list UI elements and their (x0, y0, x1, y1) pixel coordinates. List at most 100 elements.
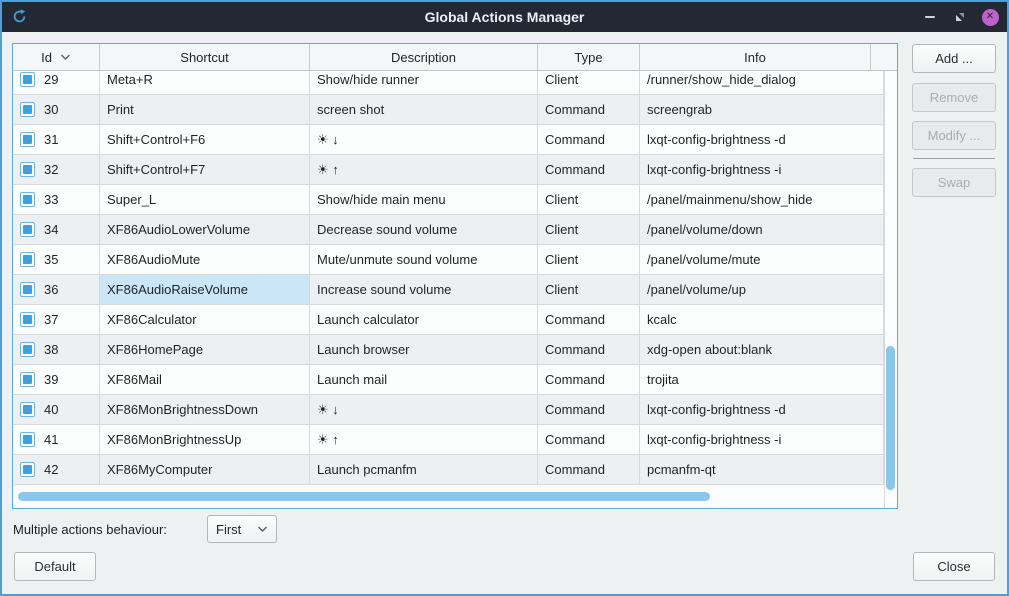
cell-id[interactable]: 42 (13, 455, 100, 484)
enabled-checkbox[interactable] (20, 72, 35, 87)
cell-shortcut[interactable]: XF86AudioLowerVolume (100, 215, 310, 244)
cell-shortcut[interactable]: XF86HomePage (100, 335, 310, 364)
cell-type[interactable]: Command (538, 155, 640, 184)
cell-shortcut[interactable]: XF86AudioRaiseVolume (100, 275, 310, 304)
cell-info[interactable]: lxqt-config-brightness -i (640, 155, 884, 184)
cell-info[interactable]: kcalc (640, 305, 884, 334)
table-row[interactable]: 42 XF86MyComputer Launch pcmanfm Command… (13, 455, 884, 485)
cell-info[interactable]: /runner/show_hide_dialog (640, 71, 884, 94)
cell-shortcut[interactable]: Shift+Control+F6 (100, 125, 310, 154)
column-header-id[interactable]: Id (13, 44, 100, 70)
cell-shortcut[interactable]: XF86AudioMute (100, 245, 310, 274)
cell-shortcut[interactable]: XF86Mail (100, 365, 310, 394)
column-header-type[interactable]: Type (538, 44, 640, 70)
horizontal-scrollbar-thumb[interactable] (18, 492, 710, 501)
titlebar[interactable]: Global Actions Manager ✕ (2, 2, 1007, 32)
cell-shortcut[interactable]: XF86MonBrightnessUp (100, 425, 310, 454)
cell-description[interactable]: ☀ ↑ (310, 155, 538, 184)
minimize-button[interactable] (921, 8, 939, 26)
cell-description[interactable]: Launch mail (310, 365, 538, 394)
cell-type[interactable]: Command (538, 125, 640, 154)
modify-button[interactable]: Modify ... (912, 121, 996, 150)
cell-info[interactable]: /panel/volume/down (640, 215, 884, 244)
cell-type[interactable]: Client (538, 275, 640, 304)
vertical-scrollbar-thumb[interactable] (886, 346, 895, 490)
table-row[interactable]: 33 Super_L Show/hide main menu Client /p… (13, 185, 884, 215)
cell-id[interactable]: 37 (13, 305, 100, 334)
table-row[interactable]: 38 XF86HomePage Launch browser Command x… (13, 335, 884, 365)
table-row[interactable]: 34 XF86AudioLowerVolume Decrease sound v… (13, 215, 884, 245)
add-button[interactable]: Add ... (912, 44, 996, 73)
cell-id[interactable]: 31 (13, 125, 100, 154)
cell-info[interactable]: lxqt-config-brightness -i (640, 425, 884, 454)
table-row[interactable]: 40 XF86MonBrightnessDown ☀ ↓ Command lxq… (13, 395, 884, 425)
cell-info[interactable]: screengrab (640, 95, 884, 124)
enabled-checkbox[interactable] (20, 102, 35, 117)
cell-info[interactable]: /panel/volume/mute (640, 245, 884, 274)
cell-description[interactable]: ☀ ↓ (310, 125, 538, 154)
restore-button[interactable] (951, 8, 969, 26)
cell-type[interactable]: Command (538, 455, 640, 484)
enabled-checkbox[interactable] (20, 462, 35, 477)
enabled-checkbox[interactable] (20, 312, 35, 327)
cell-description[interactable]: Decrease sound volume (310, 215, 538, 244)
column-header-description[interactable]: Description (310, 44, 538, 70)
cell-info[interactable]: xdg-open about:blank (640, 335, 884, 364)
behaviour-dropdown[interactable]: First (207, 515, 277, 543)
enabled-checkbox[interactable] (20, 402, 35, 417)
cell-id[interactable]: 34 (13, 215, 100, 244)
cell-description[interactable]: Mute/unmute sound volume (310, 245, 538, 274)
cell-id[interactable]: 38 (13, 335, 100, 364)
enabled-checkbox[interactable] (20, 342, 35, 357)
cell-shortcut[interactable]: XF86MonBrightnessDown (100, 395, 310, 424)
cell-id[interactable]: 32 (13, 155, 100, 184)
swap-button[interactable]: Swap (912, 168, 996, 197)
cell-info[interactable]: trojita (640, 365, 884, 394)
cell-info[interactable]: /panel/volume/up (640, 275, 884, 304)
vertical-scrollbar[interactable] (884, 71, 897, 508)
cell-type[interactable]: Client (538, 71, 640, 94)
cell-type[interactable]: Client (538, 185, 640, 214)
table-row[interactable]: 37 XF86Calculator Launch calculator Comm… (13, 305, 884, 335)
table-row[interactable]: 30 Print screen shot Command screengrab (13, 95, 884, 125)
horizontal-scrollbar[interactable] (13, 485, 884, 508)
default-button[interactable]: Default (14, 552, 96, 581)
cell-id[interactable]: 35 (13, 245, 100, 274)
cell-type[interactable]: Command (538, 425, 640, 454)
cell-description[interactable]: Increase sound volume (310, 275, 538, 304)
enabled-checkbox[interactable] (20, 162, 35, 177)
enabled-checkbox[interactable] (20, 192, 35, 207)
enabled-checkbox[interactable] (20, 222, 35, 237)
cell-type[interactable]: Command (538, 95, 640, 124)
table-row[interactable]: 41 XF86MonBrightnessUp ☀ ↑ Command lxqt-… (13, 425, 884, 455)
cell-type[interactable]: Command (538, 395, 640, 424)
cell-shortcut[interactable]: Print (100, 95, 310, 124)
cell-description[interactable]: ☀ ↑ (310, 425, 538, 454)
table-row[interactable]: 31 Shift+Control+F6 ☀ ↓ Command lxqt-con… (13, 125, 884, 155)
cell-info[interactable]: /panel/mainmenu/show_hide (640, 185, 884, 214)
cell-id[interactable]: 41 (13, 425, 100, 454)
cell-type[interactable]: Command (538, 335, 640, 364)
cell-id[interactable]: 29 (13, 71, 100, 94)
cell-shortcut[interactable]: Shift+Control+F7 (100, 155, 310, 184)
column-header-info[interactable]: Info (640, 44, 871, 70)
cell-type[interactable]: Command (538, 365, 640, 394)
enabled-checkbox[interactable] (20, 132, 35, 147)
cell-id[interactable]: 40 (13, 395, 100, 424)
table-row[interactable]: 32 Shift+Control+F7 ☀ ↑ Command lxqt-con… (13, 155, 884, 185)
cell-shortcut[interactable]: Super_L (100, 185, 310, 214)
enabled-checkbox[interactable] (20, 432, 35, 447)
close-window-button[interactable]: ✕ (981, 8, 999, 26)
cell-description[interactable]: Show/hide main menu (310, 185, 538, 214)
cell-description[interactable]: Launch calculator (310, 305, 538, 334)
cell-id[interactable]: 30 (13, 95, 100, 124)
table-row[interactable]: 39 XF86Mail Launch mail Command trojita (13, 365, 884, 395)
cell-type[interactable]: Client (538, 245, 640, 274)
cell-info[interactable]: pcmanfm-qt (640, 455, 884, 484)
cell-description[interactable]: ☀ ↓ (310, 395, 538, 424)
cell-description[interactable]: screen shot (310, 95, 538, 124)
enabled-checkbox[interactable] (20, 252, 35, 267)
cell-description[interactable]: Launch pcmanfm (310, 455, 538, 484)
cell-info[interactable]: lxqt-config-brightness -d (640, 395, 884, 424)
cell-id[interactable]: 39 (13, 365, 100, 394)
